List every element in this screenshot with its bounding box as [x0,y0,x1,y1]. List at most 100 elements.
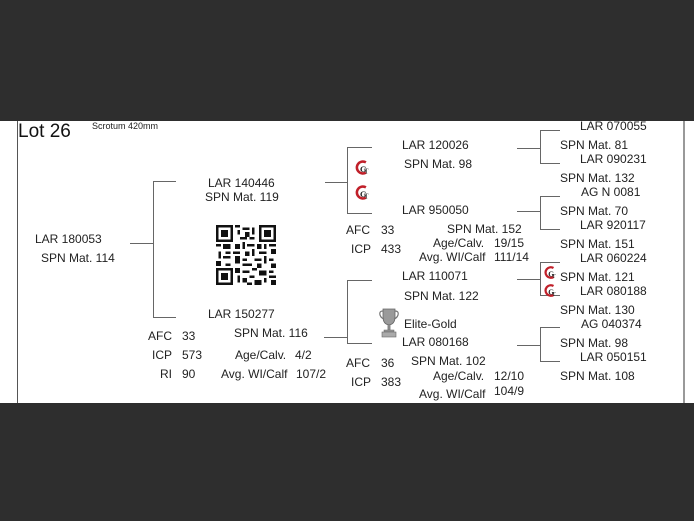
dam-sire-award: Elite-Gold [404,317,457,331]
dam-dam-stat-label: AFC [346,356,370,370]
sire-sire-id: LAR 120026 [402,138,469,152]
dam-avg-wl-label: Avg. WI/Calf [221,367,288,381]
dam-dam-stat-label: ICP [351,375,372,389]
pedigree-sheet: Lot 26 Scrotum 420mm LAR 180053 SPN Mat.… [0,119,694,403]
connector-line [324,337,347,338]
subject-id: LAR 180053 [35,232,102,246]
dam-avg-wl: 107/2 [296,367,327,381]
connector-line [540,130,560,131]
ggp-id: LAR 080188 [580,284,647,298]
connector-line [540,229,560,230]
svg-text:G: G [360,164,367,174]
dam-dam-spn: SPN Mat. 102 [411,354,486,368]
subject-spn: SPN Mat. 114 [41,251,115,265]
sheet-left-border [17,121,18,403]
connector-line [347,147,348,214]
sire-dam-avg-wl: 111/14 [494,250,529,264]
connector-line [347,343,372,344]
ggp-spn: SPN Mat. 108 [560,369,635,383]
lot-title: Lot 26 [18,121,71,142]
ggp-spn: SPN Mat. 130 [560,303,635,317]
connector-line [540,163,560,164]
ggp-id: LAR 050151 [580,350,647,364]
connector-line [540,327,560,328]
ggp-spn: SPN Mat. 70 [560,204,629,218]
connector-line [130,243,153,244]
dam-stat-value: 573 [182,348,203,362]
dam-stat-label: RI [160,367,172,381]
dam-stat-label: ICP [152,348,173,362]
dam-dam-avg-wl: 104/9 [494,384,525,398]
sire-dam-id: LAR 950050 [402,203,469,217]
gt-logo-icon: G T [544,266,556,280]
sire-dam-stat-value: 433 [381,242,402,256]
ggp-spn: SPN Mat. 132 [560,171,635,185]
svg-text:T: T [364,168,369,175]
connector-line [540,196,560,197]
dam-age-calv: 4/2 [295,348,312,362]
connector-line [325,182,347,183]
sheet-right-border [683,121,685,403]
svg-text:G: G [548,287,554,296]
dam-age-calv-label: Age/Calv. [235,348,287,362]
gt-logo-icon: G T [355,185,369,200]
dam-dam-age-calv: 12/10 [494,369,525,383]
dam-stat-value: 90 [182,367,196,381]
svg-text:G: G [548,269,554,278]
gt-logo-icon: G T [355,160,369,175]
connector-line [153,181,176,182]
sire-dam-stat-label: ICP [351,242,372,256]
sire-dam-spn: SPN Mat. 152 [447,222,522,236]
ggp-spn: SPN Mat. 98 [560,336,629,350]
dam-spn: SPN Mat. 116 [234,326,308,340]
connector-line [517,345,540,346]
ggp-id: LAR 070055 [580,119,647,133]
dam-id: LAR 150277 [208,307,275,321]
connector-line [540,327,541,362]
dam-stat-label: AFC [148,329,172,343]
sire-sire-spn: SPN Mat. 98 [404,157,473,171]
ggp-spn: SPN Mat. 151 [560,237,635,251]
connector-line [153,317,176,318]
svg-text:T: T [552,292,556,298]
dam-dam-id: LAR 080168 [402,335,469,349]
svg-text:G: G [360,189,367,199]
sire-spn: SPN Mat. 119 [205,190,279,204]
ggp-id: LAR 090231 [580,152,647,166]
ggp-id: AG N 0081 [581,185,641,199]
ggp-spn: SPN Mat. 121 [560,270,635,284]
connector-line [540,262,541,296]
qr-code-icon [216,225,276,285]
ggp-id: LAR 920117 [580,218,646,232]
gt-logo-icon: G T [544,284,556,298]
dam-stat-value: 33 [182,329,196,343]
connector-line [540,361,560,362]
connector-line [347,280,348,344]
connector-line [517,211,540,212]
connector-line [153,181,154,318]
connector-line [347,280,372,281]
sire-dam-age-calv-label: Age/Calv. [433,236,485,250]
connector-line [347,213,372,214]
scrotum-measurement: Scrotum 420mm [92,121,159,131]
connector-line [540,130,541,164]
connector-line [540,262,560,263]
connector-line [540,196,541,230]
dam-sire-spn: SPN Mat. 122 [404,289,479,303]
svg-text:T: T [552,274,556,280]
ggp-id: LAR 060224 [580,251,647,265]
sire-dam-age-calv: 19/15 [494,236,525,250]
connector-line [347,147,372,148]
dam-sire-id: LAR 110071 [402,269,468,283]
sire-dam-stat-label: AFC [346,223,370,237]
sire-id: LAR 140446 [208,176,275,190]
sire-dam-avg-wl-label: Avg. WI/Calf [419,250,486,264]
ggp-spn: SPN Mat. 81 [560,138,629,152]
dam-dam-avg-wl-label: Avg. WI/Calf [419,387,486,401]
dam-dam-stat-value: 36 [381,356,395,370]
dam-dam-age-calv-label: Age/Calv. [433,369,485,383]
trophy-icon [379,308,399,338]
sire-dam-stat-value: 33 [381,223,395,237]
dam-dam-stat-value: 383 [381,375,402,389]
svg-text:T: T [364,193,369,200]
